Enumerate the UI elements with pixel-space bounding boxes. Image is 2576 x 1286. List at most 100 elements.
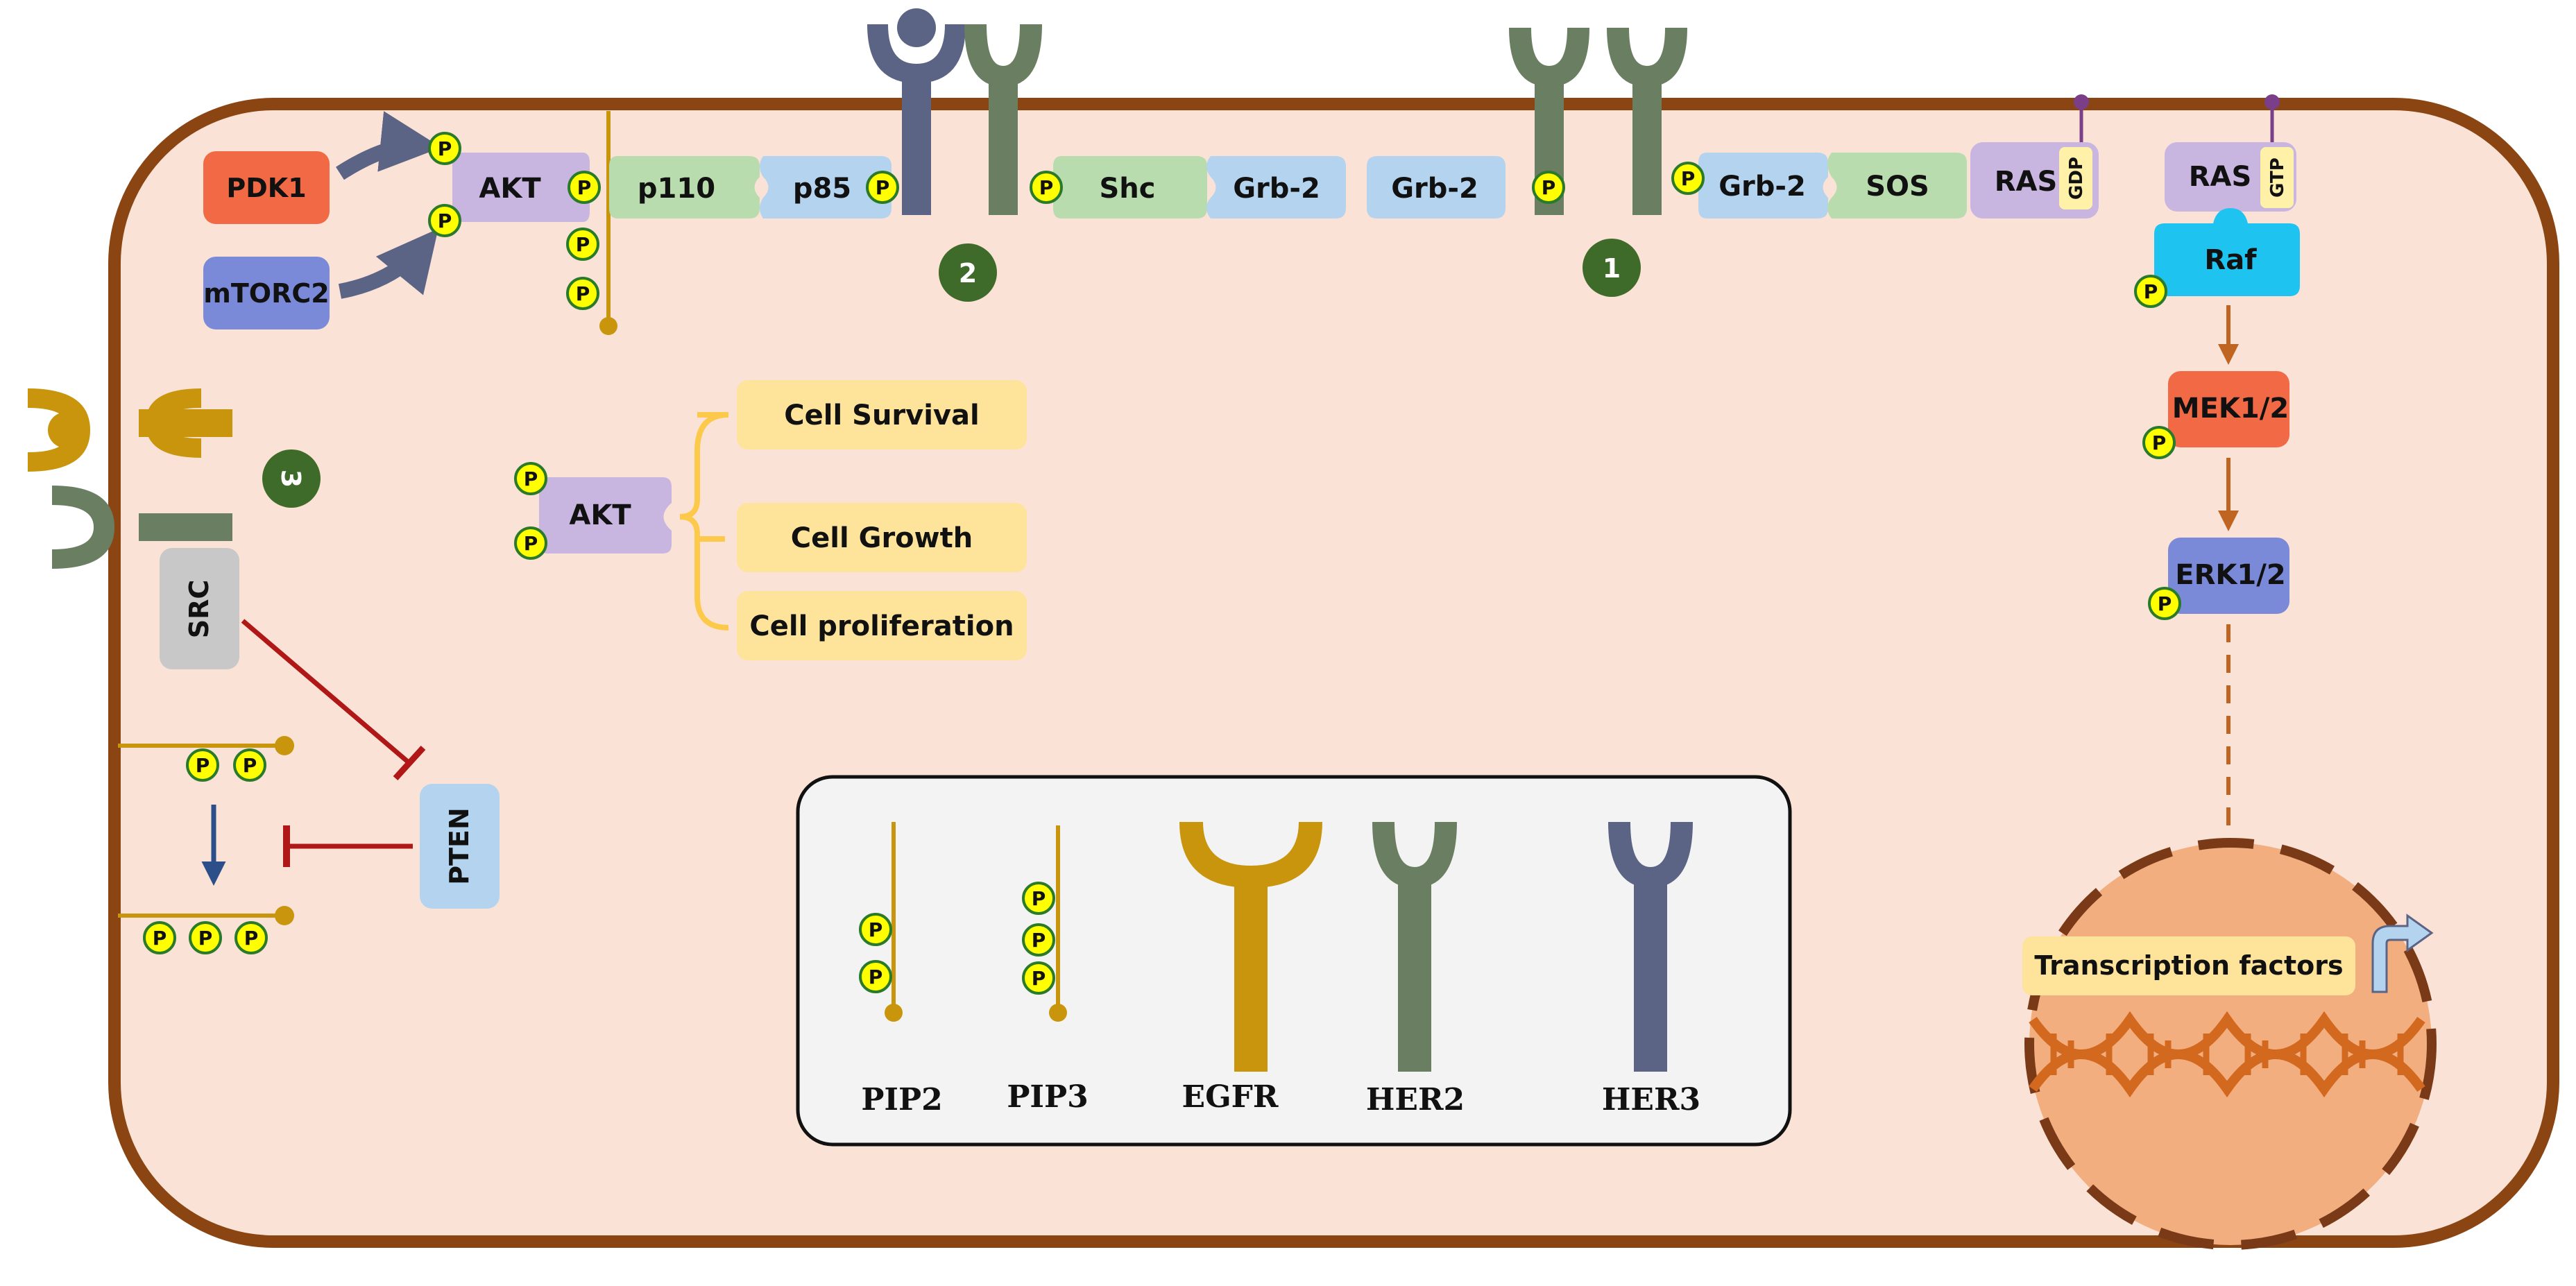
phosphate-label: P xyxy=(524,468,538,490)
legend-her2-symbol xyxy=(1372,822,1457,1072)
outcome-bracket xyxy=(679,412,729,631)
phosphate-badge: P xyxy=(189,921,222,954)
her2-receptor-left-side xyxy=(52,486,232,569)
phosphate-badge: P xyxy=(866,171,899,204)
phosphate-badge: P xyxy=(1022,882,1055,915)
phosphate-badge: P xyxy=(233,748,266,782)
ras-2-anchor-head xyxy=(2264,94,2280,110)
p85-label: p85 xyxy=(793,173,851,205)
step-1-label: 1 xyxy=(1603,253,1621,284)
sos-box xyxy=(1827,153,1967,218)
mtorc2-box xyxy=(203,257,330,329)
raf-box xyxy=(2154,208,2300,296)
grb2-c-label: Grb-2 xyxy=(1718,171,1806,203)
pten-label: PTEN xyxy=(444,807,475,885)
phosphate-label: P xyxy=(2158,592,2172,615)
gtp-label: GTP xyxy=(2267,157,2288,198)
erk-label: ERK1/2 xyxy=(2175,559,2285,591)
akt-top-box xyxy=(452,153,590,222)
ras-2-label: RAS xyxy=(2189,161,2252,193)
akt-mid-box xyxy=(539,477,672,554)
phosphate-label: P xyxy=(1681,167,1696,190)
src-inhibits-pten xyxy=(241,619,411,765)
mtorc2-to-akt-arrow xyxy=(338,228,438,299)
pdk1-label: PDK1 xyxy=(226,173,306,203)
outcome-label-growth: Cell Growth xyxy=(791,522,973,554)
legend-label-egfr: EGFR xyxy=(1182,1079,1279,1115)
legend-pip2-symbol xyxy=(885,822,903,1022)
phosphate-label: P xyxy=(1039,176,1054,199)
pten-box xyxy=(420,784,500,909)
her2-receptor-dimer-b xyxy=(1607,28,1687,215)
shc-label: Shc xyxy=(1100,173,1156,205)
phosphate-label: P xyxy=(876,176,890,199)
phosphate-label: P xyxy=(869,918,883,941)
mtorc2-label: mTORC2 xyxy=(203,278,329,309)
phosphate-label: P xyxy=(869,966,883,988)
phosphate-label: P xyxy=(2152,431,2167,454)
akt-mid-label: AKT xyxy=(569,499,631,531)
mek-box xyxy=(2168,371,2289,447)
p110-box xyxy=(609,156,760,218)
phosphate-label: P xyxy=(153,927,167,950)
legend-egfr-symbol xyxy=(1179,822,1322,1072)
phosphate-label: P xyxy=(1032,929,1046,952)
phosphate-badge: P xyxy=(2142,426,2176,459)
phosphate-label: P xyxy=(243,754,257,777)
phosphate-badge: P xyxy=(566,277,599,310)
phosphate-label: P xyxy=(196,754,210,777)
transcription-start-arrow xyxy=(2371,914,2434,993)
pip3-lipid-top xyxy=(599,111,617,335)
src-inhibits-pten-bar xyxy=(393,745,426,781)
phosphate-badge: P xyxy=(143,921,176,954)
step-2-label: 2 xyxy=(959,258,977,289)
phosphate-badge: P xyxy=(1671,162,1705,195)
phosphate-badge: P xyxy=(186,748,219,782)
outcome-label-survival: Cell Survival xyxy=(784,400,979,431)
phosphate-label: P xyxy=(1542,176,1556,199)
phosphate-badge: P xyxy=(1532,171,1565,204)
phosphate-badge: P xyxy=(428,204,461,237)
phosphate-label: P xyxy=(438,137,452,160)
phosphate-badge: P xyxy=(568,171,601,204)
mek-label: MEK1/2 xyxy=(2172,393,2289,425)
step-2-badge xyxy=(939,243,997,302)
grb2-a-box xyxy=(1206,156,1346,218)
gdp-box xyxy=(2059,147,2092,209)
outcome-box-proliferation xyxy=(737,591,1027,660)
egfr-receptor-left xyxy=(28,388,232,472)
raf-label: Raf xyxy=(2204,244,2257,276)
phosphate-badge: P xyxy=(1022,961,1055,995)
phosphate-badge: P xyxy=(859,960,892,993)
phosphate-badge: P xyxy=(2134,275,2167,308)
phosphate-badge: P xyxy=(1030,171,1063,204)
phosphate-label: P xyxy=(577,176,592,199)
step-1-badge xyxy=(1583,239,1641,297)
phosphate-label: P xyxy=(524,532,538,555)
ras-1-anchor-head xyxy=(2074,94,2089,110)
phosphate-badge: P xyxy=(234,921,268,954)
phosphate-badge: P xyxy=(514,462,547,495)
step-3-label: 3 xyxy=(275,470,306,488)
pip3-lipid-left xyxy=(118,906,294,925)
step-3-badge xyxy=(262,449,321,508)
legend-label-her2: HER2 xyxy=(1366,1082,1465,1117)
phosphate-badge: P xyxy=(1022,923,1055,957)
dna-helix xyxy=(2029,1011,2425,1098)
her2-receptor-left xyxy=(964,24,1042,215)
nucleus xyxy=(2024,838,2437,1250)
erk-box xyxy=(2168,538,2289,614)
phosphate-badge: P xyxy=(2148,587,2181,620)
pip2-lipid-left xyxy=(118,736,294,755)
pdk1-to-akt-arrow xyxy=(336,111,442,180)
phosphate-label: P xyxy=(2144,280,2158,303)
grb2-b-label: Grb-2 xyxy=(1391,173,1478,205)
src-box xyxy=(160,548,239,669)
phosphate-label: P xyxy=(1032,887,1046,910)
gtp-box xyxy=(2260,147,2294,208)
legend-box xyxy=(796,775,1792,1147)
legend-her3-symbol xyxy=(1608,822,1693,1072)
outcome-box-survival xyxy=(737,380,1027,449)
